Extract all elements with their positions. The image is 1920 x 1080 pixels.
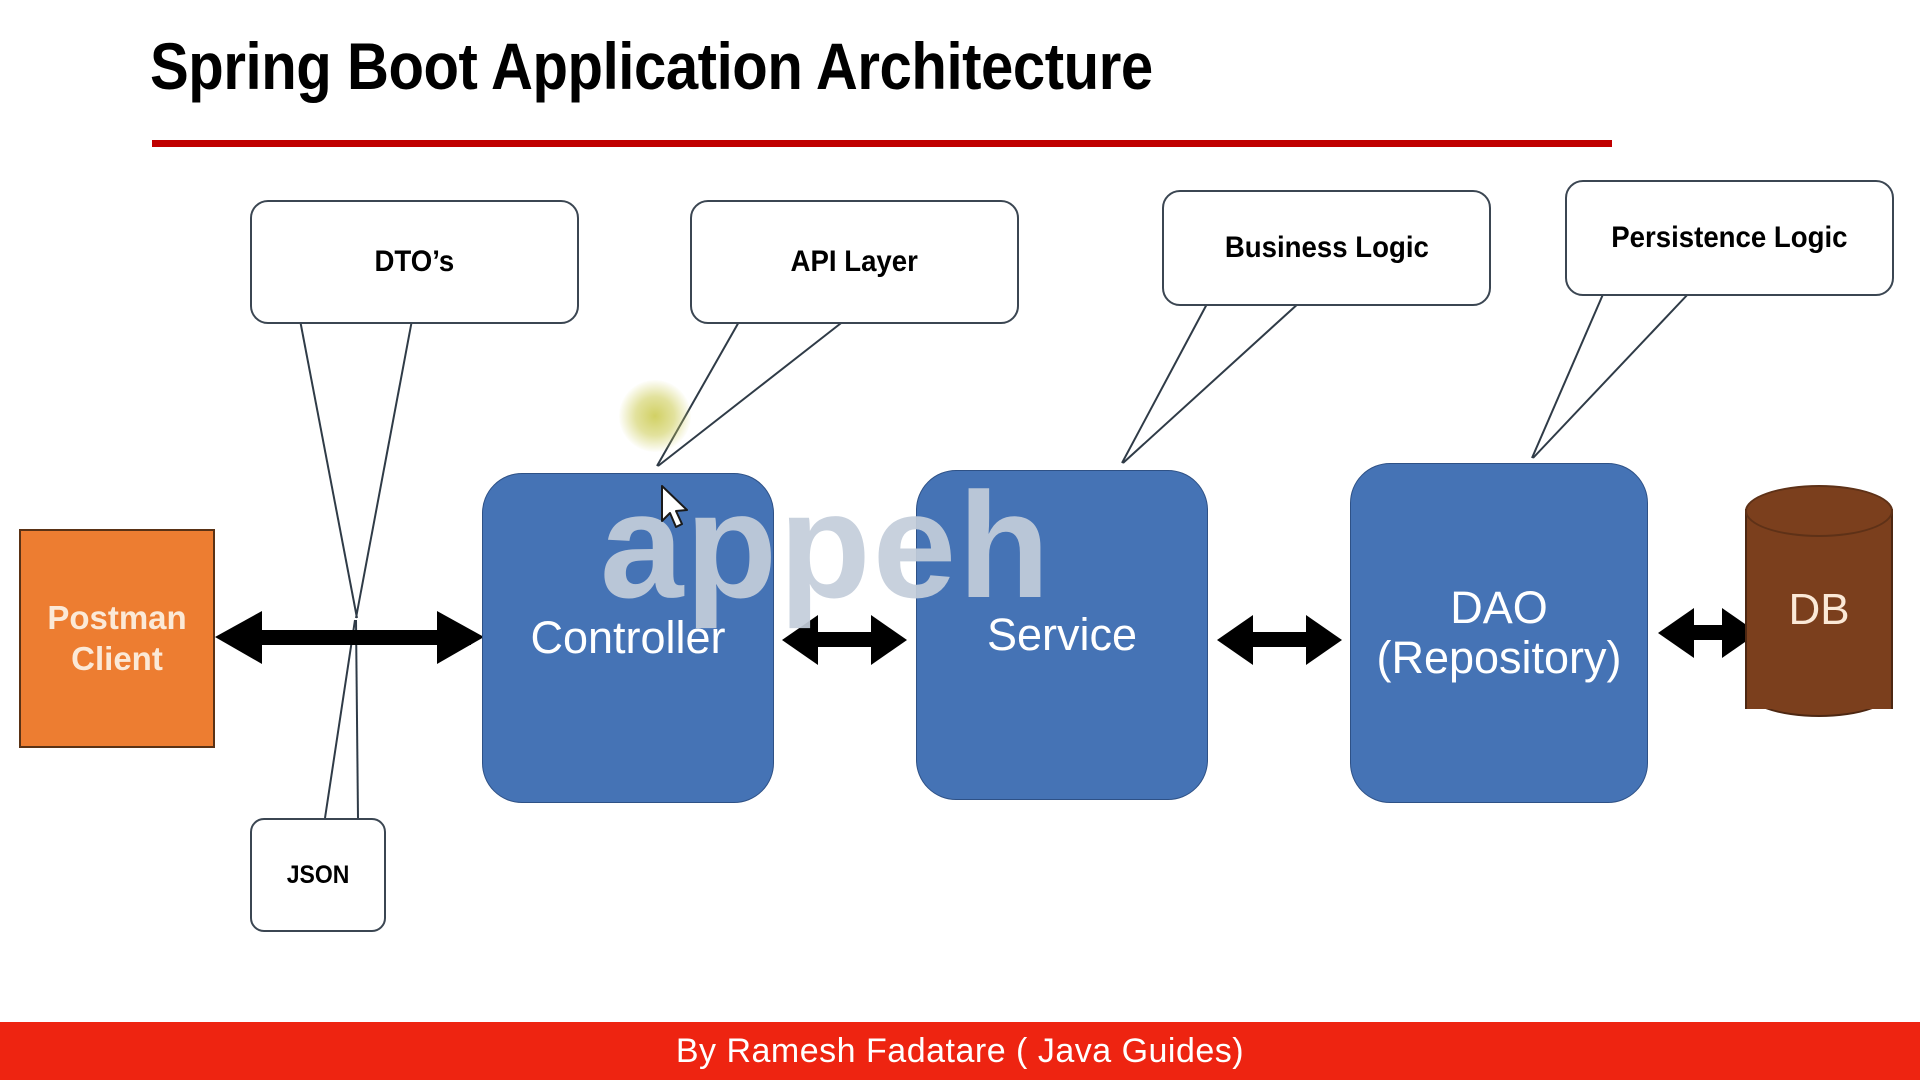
callout-tail-api-right: [657, 319, 846, 467]
footer-credit-text: By Ramesh Fadatare ( Java Guides): [675, 1032, 1245, 1070]
cursor-click-highlight: [619, 380, 691, 452]
page-title: Spring Boot Application Architecture: [150, 29, 1153, 103]
node-dao-repository[interactable]: DAO (Repository): [1350, 463, 1648, 803]
arrow-controller-service: [782, 615, 907, 665]
callout-persistence-logic-label: Persistence Logic: [1611, 221, 1848, 254]
callout-tail-dto-right: [355, 319, 413, 619]
title-underline-rule: [152, 140, 1612, 147]
callout-business-logic-label: Business Logic: [1224, 231, 1429, 264]
node-controller[interactable]: Controller: [482, 473, 774, 803]
callout-tail-biz-right: [1122, 301, 1301, 464]
callout-api-layer-label: API Layer: [790, 245, 919, 278]
arrow-postman-controller: [215, 611, 484, 664]
node-database-cylinder[interactable]: DB: [1745, 485, 1893, 731]
callout-tail-json-left: [324, 619, 356, 819]
callout-dto[interactable]: DTO’s: [250, 200, 579, 324]
callout-tail-pers-left: [1531, 291, 1605, 459]
arrow-service-dao: [1217, 615, 1342, 665]
node-service[interactable]: Service: [916, 470, 1208, 800]
node-service-label: Service: [986, 608, 1138, 660]
callout-business-logic[interactable]: Business Logic: [1162, 190, 1491, 306]
node-postman-client-line1: Postman: [47, 599, 187, 637]
callout-json[interactable]: JSON: [250, 818, 386, 932]
callout-tail-json-right: [355, 619, 359, 819]
callout-json-label: JSON: [286, 860, 350, 889]
node-database-label: DB: [1788, 585, 1850, 634]
footer-banner: By Ramesh Fadatare ( Java Guides): [0, 1022, 1920, 1080]
arrow-dao-db: [1658, 608, 1758, 658]
database-cylinder-top-ellipse: [1745, 485, 1893, 537]
callout-tail-dto-left: [299, 319, 358, 619]
node-dao-line1: DAO: [1450, 581, 1548, 633]
callout-tail-api-left: [656, 319, 741, 467]
callout-tail-pers-right: [1532, 291, 1691, 459]
node-postman-client[interactable]: Postman Client: [19, 529, 215, 748]
callout-dto-label: DTO’s: [374, 245, 455, 278]
node-controller-label: Controller: [530, 611, 726, 663]
callout-persistence-logic[interactable]: Persistence Logic: [1565, 180, 1894, 296]
node-dao-line2: (Repository): [1376, 632, 1622, 683]
callout-api-layer[interactable]: API Layer: [690, 200, 1019, 324]
callout-tail-biz-left: [1121, 301, 1209, 464]
node-postman-client-line2: Client: [71, 639, 163, 677]
